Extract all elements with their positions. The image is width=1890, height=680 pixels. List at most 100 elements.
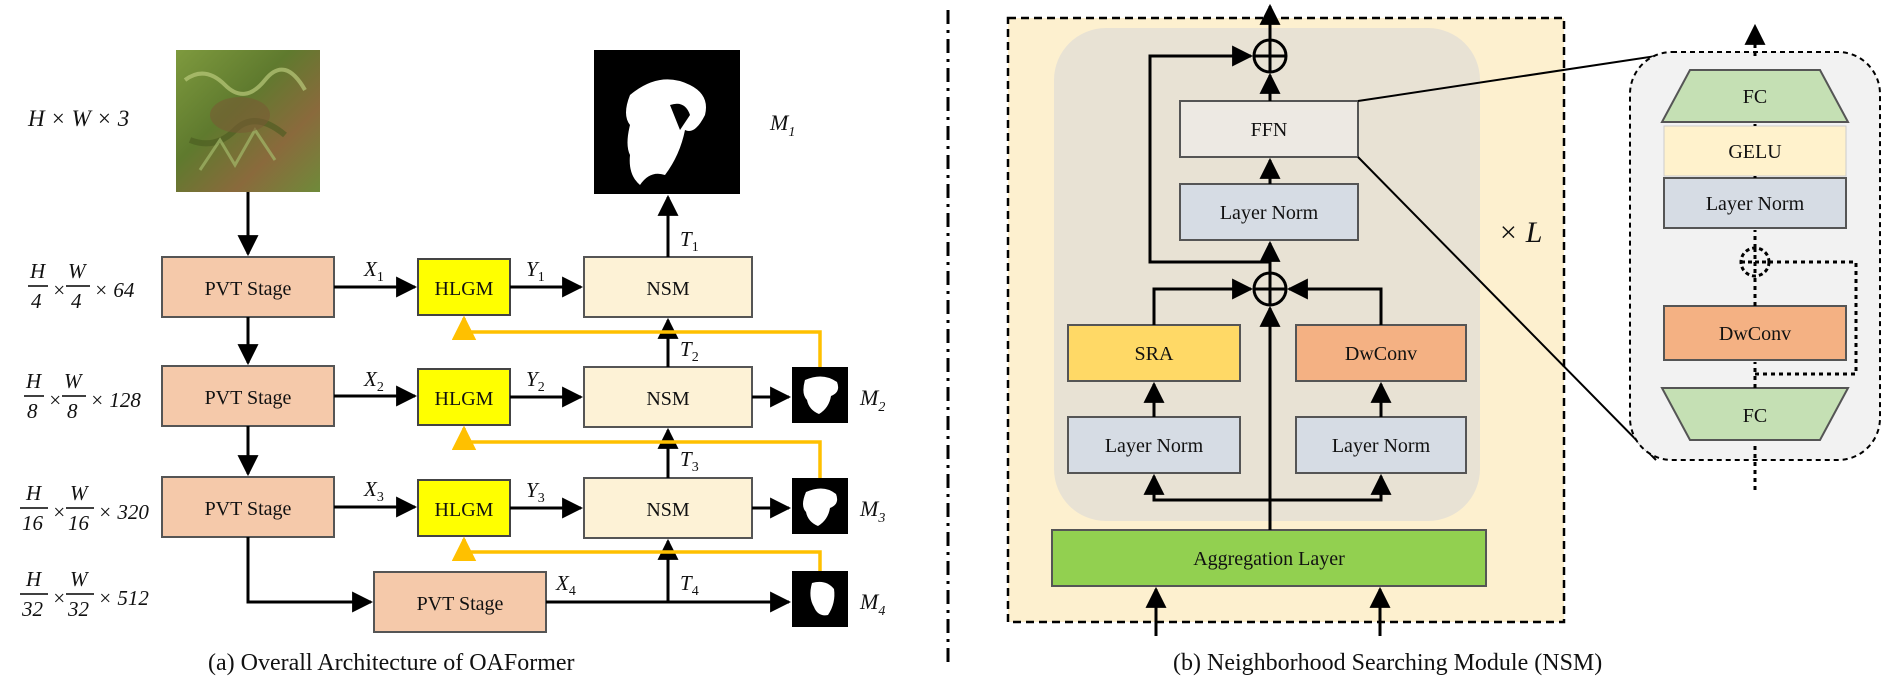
- svg-text:Layer Norm: Layer Norm: [1332, 435, 1431, 457]
- svg-text:SRA: SRA: [1135, 343, 1174, 365]
- dwconv-block: DwConv: [1295, 324, 1467, 382]
- left-arrows: [237, 192, 792, 613]
- pvt-stage-3: PVT Stage: [161, 476, 335, 538]
- svg-text:HLGM: HLGM: [435, 499, 494, 521]
- m2-label: M2: [859, 385, 885, 415]
- input-dim-label: H × W × 3: [27, 106, 129, 131]
- svg-text:NSM: NSM: [646, 499, 690, 521]
- stage-dim-3: H 16 × W 16 × 320: [20, 481, 149, 535]
- caption-a: (a) Overall Architecture of OAFormer: [208, 650, 575, 676]
- zoom-line-top: [1357, 55, 1657, 102]
- mask-m3: [792, 478, 848, 534]
- output-mask-m1: [594, 50, 740, 194]
- svg-text:H: H: [25, 567, 43, 591]
- svg-text:32: 32: [21, 597, 44, 621]
- dwconv-detail: DwConv: [1663, 305, 1847, 361]
- stage-dim-2: H 8 × W 8 × 128: [24, 369, 141, 423]
- svg-text:H: H: [25, 481, 43, 505]
- svg-text:PVT Stage: PVT Stage: [205, 278, 292, 300]
- nsm-1: NSM: [583, 256, 753, 318]
- svg-text:×: ×: [52, 586, 66, 610]
- svg-text:NSM: NSM: [646, 388, 690, 410]
- svg-text:32: 32: [67, 597, 90, 621]
- residual-add-middle: [1252, 271, 1288, 307]
- svg-text:X2: X2: [363, 367, 384, 395]
- svg-text:Layer Norm: Layer Norm: [1706, 193, 1805, 215]
- pvt-stage-4: PVT Stage: [373, 571, 547, 633]
- fc-top: FC: [1660, 69, 1850, 123]
- svg-text:×: ×: [48, 388, 62, 412]
- input-image: [176, 50, 320, 192]
- svg-text:PVT Stage: PVT Stage: [417, 593, 504, 615]
- svg-text:Y2: Y2: [526, 367, 545, 395]
- svg-text:T3: T3: [680, 447, 699, 475]
- svg-text:HLGM: HLGM: [435, 278, 494, 300]
- svg-text:X4: X4: [555, 571, 576, 599]
- svg-text:8: 8: [67, 399, 78, 423]
- svg-text:Aggregation Layer: Aggregation Layer: [1193, 548, 1345, 570]
- svg-text:× 512: × 512: [98, 586, 149, 610]
- hlgm-2: HLGM: [417, 368, 511, 426]
- layer-norm-top: Layer Norm: [1179, 183, 1359, 241]
- svg-text:PVT Stage: PVT Stage: [205, 387, 292, 409]
- svg-text:× 128: × 128: [90, 388, 141, 412]
- hlgm-1: HLGM: [417, 258, 511, 316]
- m1-label: M1: [769, 110, 795, 140]
- svg-text:Layer Norm: Layer Norm: [1220, 202, 1319, 224]
- svg-text:× 64: × 64: [94, 278, 135, 302]
- svg-text:GELU: GELU: [1728, 141, 1782, 163]
- svg-text:W: W: [70, 567, 90, 591]
- mask-m2: [792, 367, 848, 423]
- svg-text:×: ×: [52, 500, 66, 524]
- svg-text:Layer Norm: Layer Norm: [1105, 435, 1204, 457]
- svg-text:16: 16: [22, 511, 44, 535]
- nsm-3: NSM: [583, 477, 753, 539]
- svg-text:DwConv: DwConv: [1345, 343, 1417, 365]
- svg-text:X1: X1: [363, 257, 384, 285]
- svg-text:W: W: [70, 481, 90, 505]
- svg-text:FC: FC: [1743, 86, 1767, 108]
- feature-labels: X1 X2 X3 X4 Y1 Y2 Y3 T1 T2 T3 T4: [363, 227, 699, 599]
- hlgm-3: HLGM: [417, 479, 511, 537]
- nsm-detail: FFN Layer Norm SRA DwConv Layer Norm: [1006, 3, 1657, 676]
- svg-text:4: 4: [31, 289, 42, 313]
- svg-text:× 320: × 320: [98, 500, 149, 524]
- mask-m4: [792, 571, 848, 627]
- svg-text:Y3: Y3: [526, 478, 545, 506]
- detail-arrows: [1753, 124, 1858, 490]
- svg-text:PVT Stage: PVT Stage: [205, 498, 292, 520]
- svg-text:Y1: Y1: [526, 257, 545, 285]
- nsm-arrows: [1143, 45, 1392, 636]
- layer-norm-left: Layer Norm: [1067, 416, 1241, 474]
- svg-text:X3: X3: [363, 477, 384, 505]
- nsm-2: NSM: [583, 366, 753, 428]
- caption-b: (b) Neighborhood Searching Module (NSM): [1173, 650, 1602, 676]
- svg-text:FFN: FFN: [1251, 119, 1288, 141]
- svg-text:HLGM: HLGM: [435, 388, 494, 410]
- svg-text:T4: T4: [680, 571, 699, 599]
- svg-text:4: 4: [71, 289, 82, 313]
- svg-text:H: H: [29, 259, 47, 283]
- layer-norm-detail: Layer Norm: [1663, 177, 1847, 229]
- feedback-arrows: [451, 315, 822, 571]
- svg-text:T2: T2: [680, 337, 699, 365]
- gelu-block: GELU: [1663, 125, 1847, 177]
- svg-text:NSM: NSM: [646, 278, 690, 300]
- svg-text:W: W: [68, 259, 88, 283]
- ffn-block: FFN: [1179, 100, 1359, 158]
- m4-label: M4: [859, 589, 885, 619]
- svg-text:W: W: [64, 369, 84, 393]
- aggregation-layer: Aggregation Layer: [1051, 529, 1487, 587]
- residual-add-top: [1252, 38, 1288, 74]
- svg-text:×: ×: [52, 278, 66, 302]
- pvt-stage-1: PVT Stage: [161, 256, 335, 318]
- svg-text:H: H: [25, 369, 43, 393]
- pvt-stage-2: PVT Stage: [161, 365, 335, 427]
- svg-text:T1: T1: [680, 227, 699, 255]
- svg-text:16: 16: [68, 511, 90, 535]
- svg-text:8: 8: [27, 399, 38, 423]
- zoom-line-bottom: [1357, 156, 1657, 461]
- ffn-detail-panel: FC GELU Layer Norm DwConv FC: [1629, 23, 1881, 490]
- stage-dim-1: H 4 × W 4 × 64: [28, 259, 135, 313]
- stage-dim-4: H 32 × W 32 × 512: [20, 567, 149, 621]
